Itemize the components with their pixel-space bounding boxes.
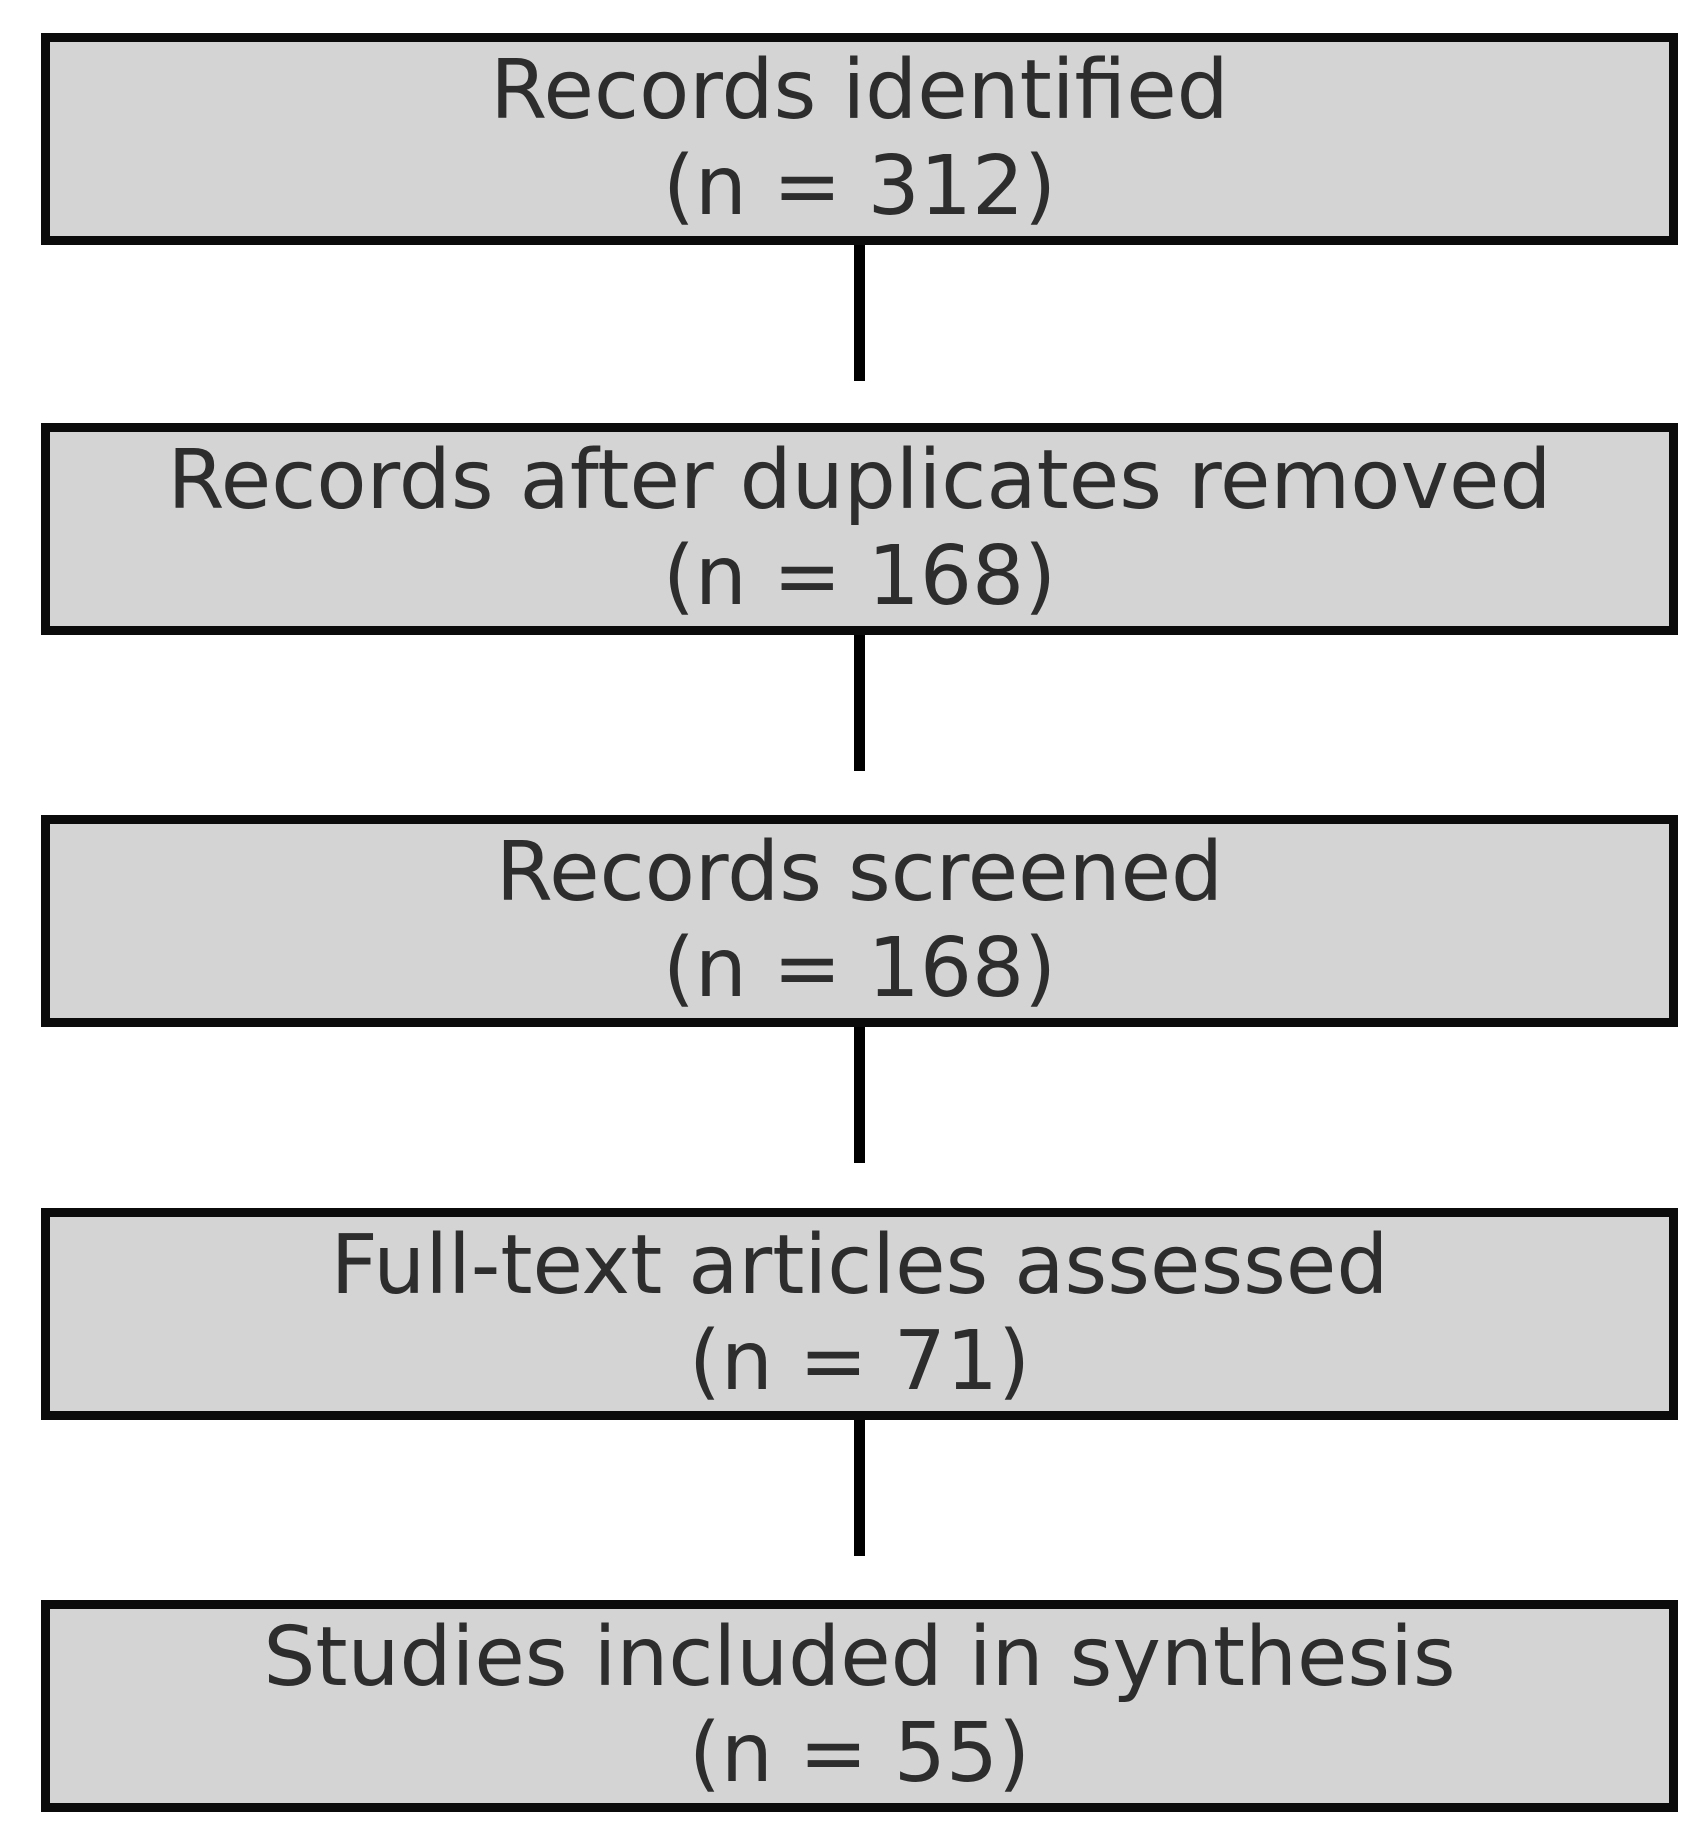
connector-line-2 — [854, 635, 865, 771]
box-count: (n = 168) — [662, 921, 1057, 1016]
box-label: Records identified — [490, 43, 1229, 138]
box-label: Records after duplicates removed — [167, 433, 1552, 528]
box-count: (n = 55) — [688, 1706, 1031, 1801]
box-label: Full-text articles assessed — [330, 1218, 1389, 1313]
box-count: (n = 71) — [688, 1314, 1031, 1409]
flow-box-studies-included-in-synthesis: Studies included in synthesis (n = 55) — [41, 1600, 1678, 1812]
connector-line-3 — [854, 1027, 865, 1163]
box-count: (n = 312) — [662, 139, 1057, 234]
flow-box-records-identified: Records identified (n = 312) — [41, 33, 1678, 245]
box-label: Records screened — [495, 825, 1224, 920]
box-label: Studies included in synthesis — [263, 1610, 1456, 1705]
connector-line-4 — [854, 1420, 865, 1556]
box-count: (n = 168) — [662, 529, 1057, 624]
flow-box-records-screened: Records screened (n = 168) — [41, 815, 1678, 1027]
flow-box-records-after-duplicates-removed: Records after duplicates removed (n = 16… — [41, 423, 1678, 635]
connector-line-1 — [854, 245, 865, 381]
flow-box-full-text-articles-assessed: Full-text articles assessed (n = 71) — [41, 1208, 1678, 1420]
